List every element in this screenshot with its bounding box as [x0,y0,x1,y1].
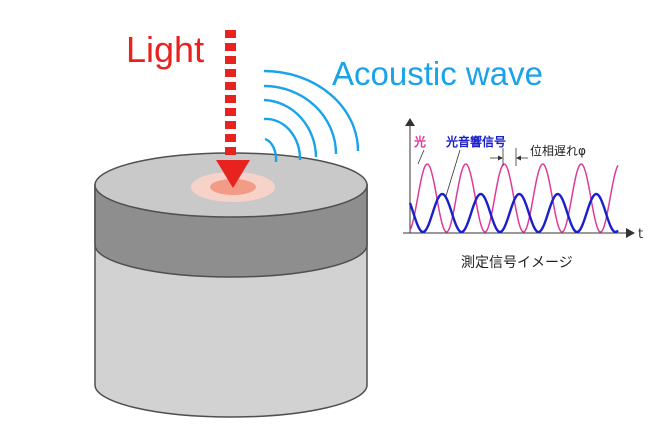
graph-caption: 測定信号イメージ [461,255,573,271]
wave-arc-4 [263,84,338,155]
light-beam-dash [225,147,236,155]
light-beam-dash [225,69,236,77]
light-arrow [216,30,250,188]
acoustic-wave-label: Acoustic wave [332,55,543,92]
sample-cylinder [94,152,368,418]
light-beam-dash [225,95,236,103]
light-beam-dash [225,121,236,129]
acoustic-signal-curve [408,192,619,234]
acoustic-wave-arcs [263,69,360,163]
phase-delay-label: 位相遅れφ [530,143,586,158]
wave-arc-2 [263,117,302,161]
axis-t-label: t [638,227,643,242]
light-beam-dash [225,30,236,38]
light-arrowhead [216,160,250,188]
light-beam-dash [225,82,236,90]
legend-light-leader [417,149,425,165]
signal-graph: t 光 光音響信号 位相遅れφ [403,118,643,242]
legend-light: 光 [413,134,426,149]
legend-signal-leader [445,149,461,197]
wave-arc-3 [263,98,318,158]
light-beam-dash [225,56,236,64]
light-beam-dash [225,134,236,142]
light-beam-dash [225,108,236,116]
wave-arc-5 [263,69,360,152]
legend-photoacoustic-signal: 光音響信号 [445,134,506,149]
light-beam-dash [225,43,236,51]
x-axis-arrow [626,228,635,238]
wave-arc-1 [264,137,278,163]
light-label: Light [126,29,205,70]
phase-arrowhead-right [516,155,521,161]
y-axis-arrow [405,118,415,126]
phase-arrowhead-left [498,155,503,161]
